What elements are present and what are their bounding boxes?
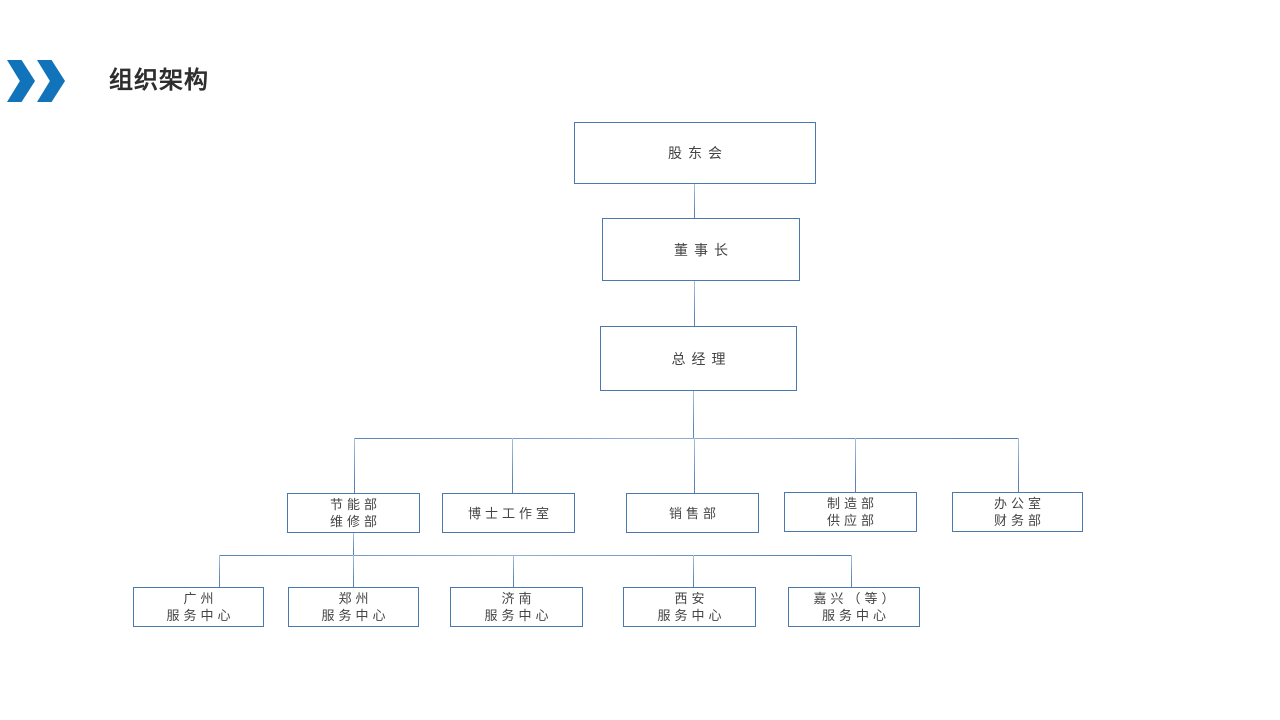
connector-line (512, 438, 514, 493)
org-node-label: 节能部 (329, 497, 381, 512)
org-node-label: 郑州 (338, 591, 373, 606)
double-chevron-right-icon (7, 60, 67, 102)
connector-line (694, 438, 696, 493)
org-node-label: 服务中心 (657, 608, 726, 623)
connector-line (694, 184, 696, 218)
org-node-dept-doctor-studio: 博士工作室 (442, 493, 575, 533)
org-node-label: 服务中心 (166, 608, 235, 623)
connector-line (1018, 438, 1020, 492)
connector-line (354, 438, 1018, 440)
org-node-shareholders: 股东会 (574, 122, 816, 184)
connector-line (219, 555, 221, 587)
org-node-label: 维修部 (329, 514, 381, 529)
org-node-label: 股东会 (668, 145, 728, 161)
connector-line (855, 438, 857, 492)
org-node-label: 财务部 (993, 513, 1045, 528)
org-node-label: 服务中心 (321, 608, 390, 623)
org-node-sc-xian: 西安服务中心 (623, 587, 756, 627)
org-node-dept-energy-maintenance: 节能部维修部 (287, 493, 420, 533)
org-node-label: 博士工作室 (467, 505, 553, 521)
org-node-sc-zhengzhou: 郑州服务中心 (288, 587, 419, 627)
connector-line (694, 281, 696, 326)
org-node-dept-office-finance: 办公室财务部 (952, 492, 1083, 532)
connector-line (851, 555, 853, 587)
connector-line (353, 555, 355, 587)
org-node-label: 供应部 (826, 513, 878, 528)
org-node-label: 广州 (183, 591, 218, 606)
page-title: 组织架构 (109, 67, 209, 94)
org-node-label: 嘉兴（等） (813, 591, 899, 606)
org-node-label: 济南 (501, 591, 536, 606)
org-node-label: 董事长 (674, 241, 734, 258)
org-node-dept-manufacturing-supply: 制造部供应部 (784, 492, 917, 532)
org-node-label: 总经理 (671, 350, 732, 367)
org-node-sc-jiaxing: 嘉兴（等） 服务中心 (788, 587, 920, 627)
org-node-label: 服务中心 (484, 608, 553, 623)
connector-line (693, 391, 695, 438)
org-node-label: 办公室 (993, 496, 1045, 511)
org-node-general-manager: 总经理 (600, 326, 797, 391)
connector-line (693, 555, 695, 587)
org-node-dept-sales: 销售部 (626, 493, 759, 533)
connector-line (353, 533, 355, 555)
org-node-label: 服务中心 (821, 608, 890, 623)
connector-line (513, 555, 515, 587)
connector-line (354, 438, 356, 493)
org-node-sc-jinan: 济南服务中心 (450, 587, 583, 627)
org-node-chairman: 董事长 (602, 218, 800, 281)
org-node-label: 制造部 (826, 496, 878, 511)
org-node-label: 销售部 (668, 505, 720, 521)
slide-header: 组织架构 (7, 58, 209, 104)
org-node-sc-guangzhou: 广州服务中心 (133, 587, 264, 627)
connector-line (219, 555, 851, 557)
org-node-label: 西安 (674, 591, 709, 606)
